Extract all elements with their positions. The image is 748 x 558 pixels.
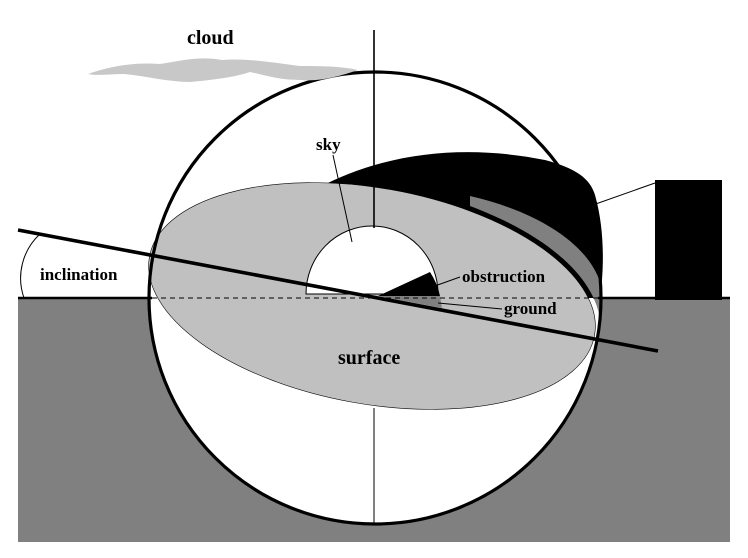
ground-label: ground xyxy=(504,299,557,318)
cloud-label: cloud xyxy=(187,27,234,49)
obstruction-wedge xyxy=(378,272,440,296)
cloud-shape xyxy=(88,58,358,82)
ground-leader xyxy=(437,302,503,310)
surface-label: surface xyxy=(338,347,400,369)
inclination-label: inclination xyxy=(40,265,118,284)
sky-window xyxy=(305,225,439,295)
building-obstruction xyxy=(655,180,722,300)
ground-wedge xyxy=(378,296,442,308)
obstruction-label: obstruction xyxy=(462,267,546,286)
sky-label: sky xyxy=(316,135,341,154)
obstruction-leader xyxy=(431,276,461,288)
obstruction-sight-line xyxy=(589,182,656,207)
inclined-surface-line xyxy=(17,228,659,353)
sky-leader xyxy=(332,154,353,243)
inclination-arc xyxy=(20,233,41,299)
disk-edge-band xyxy=(470,196,600,320)
